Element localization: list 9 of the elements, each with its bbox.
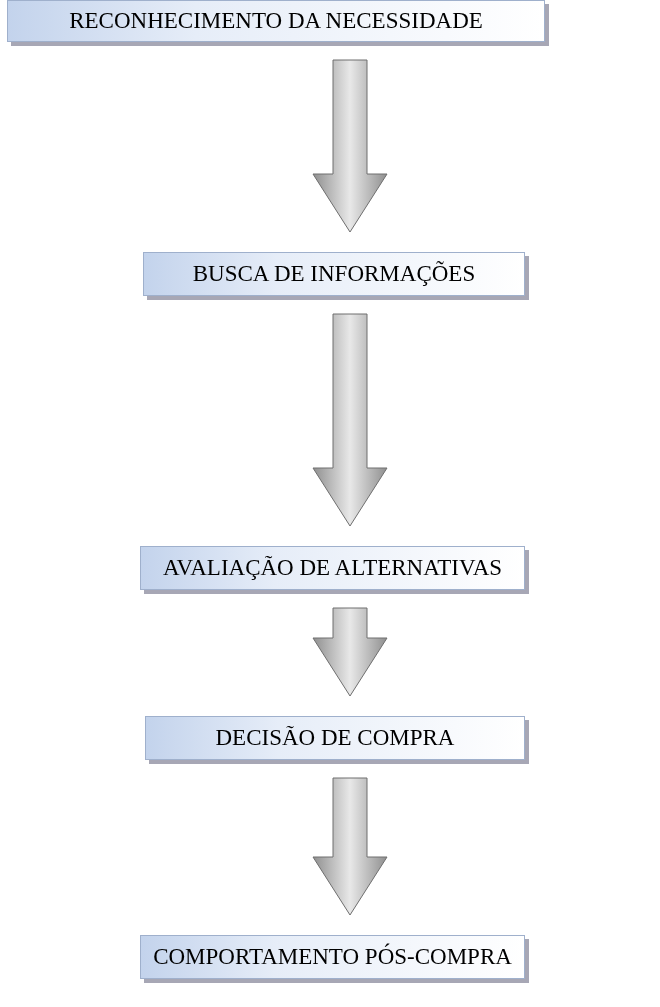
block-arrow (312, 313, 388, 527)
step-label: DECISÃO DE COMPRA (215, 725, 455, 751)
block-arrow (312, 777, 388, 916)
step-label: RECONHECIMENTO DA NECESSIDADE (69, 8, 483, 34)
block-arrow (312, 59, 388, 233)
step-label: BUSCA DE INFORMAÇÕES (192, 261, 476, 287)
step-label: AVALIAÇÃO DE ALTERNATIVAS (162, 555, 503, 581)
block-arrow (312, 607, 388, 697)
step-label: COMPORTAMENTO PÓS-COMPRA (153, 944, 512, 970)
